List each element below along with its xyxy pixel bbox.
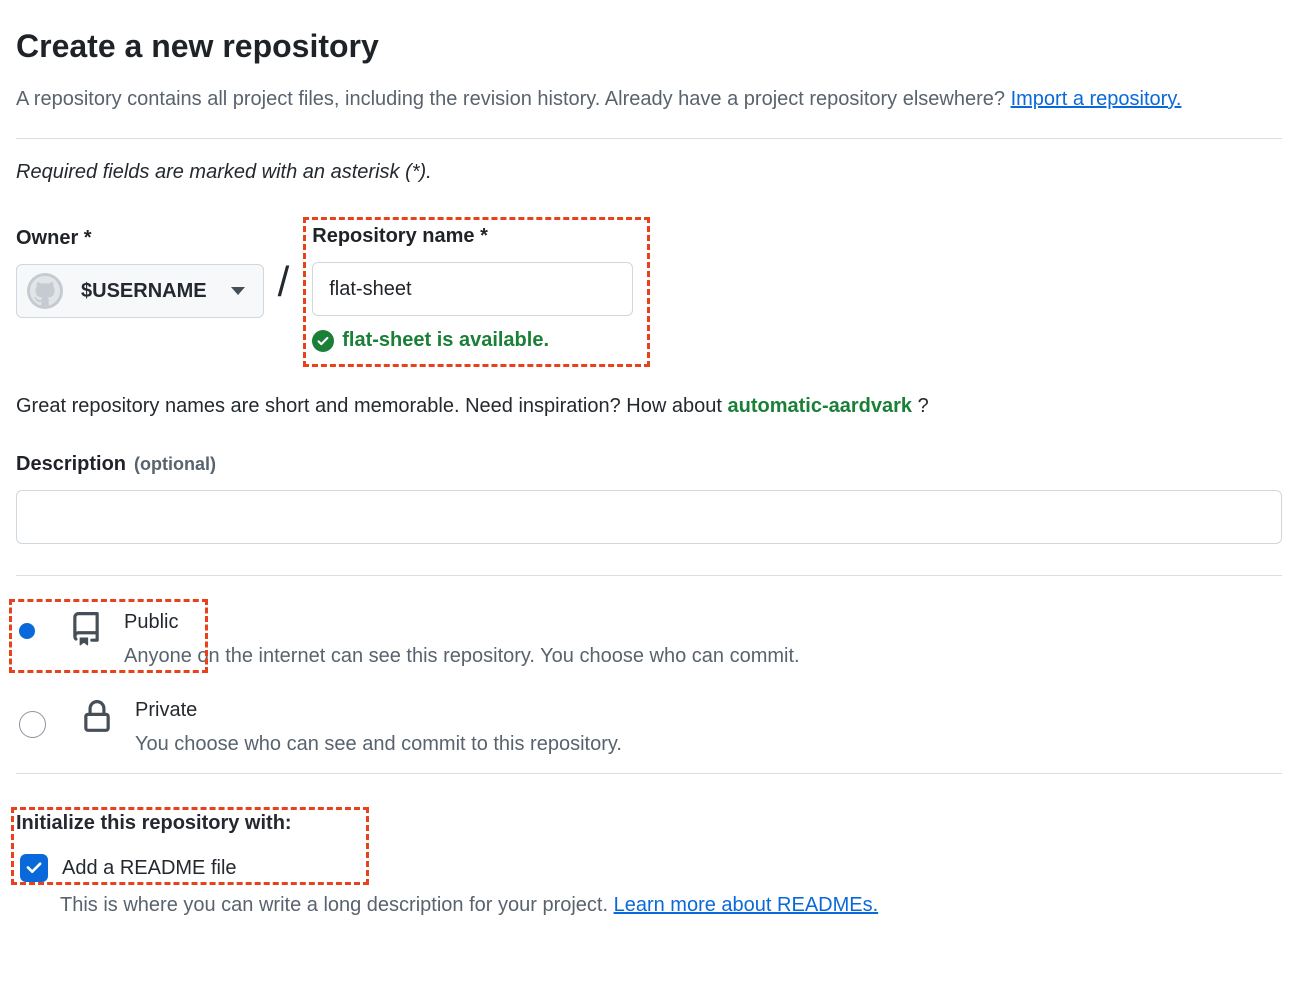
private-label[interactable]: Private [135,699,198,721]
availability-text: flat-sheet is available. [342,329,550,351]
public-radio[interactable] [19,623,35,639]
learn-more-readmes-link[interactable]: Learn more about READMEs. [613,894,879,916]
repository-name-annotation-box: Repository name * flat-sheet is availabl… [303,217,651,367]
description-input[interactable] [16,490,1282,544]
description-label-row: Description (optional) [16,452,1282,476]
owner-label: Owner * [16,227,92,249]
public-description: Anyone on the internet can see this repo… [124,645,800,667]
public-option-row: Public Anyone on the internet can see th… [9,599,1282,673]
owner-repo-row: Owner * $USERNAME / Repository name * fl… [16,217,1282,367]
suggestion-text-before: Great repository names are short and mem… [16,395,728,417]
suggested-repo-name[interactable]: automatic-aardvark [727,395,913,417]
chevron-down-icon [230,287,245,295]
check-circle-icon [312,329,335,352]
suggestion-text-after: ? [912,395,929,417]
private-option-row: Private You choose who can see and commi… [16,694,1282,758]
repository-name-input[interactable] [312,262,634,316]
initialize-heading: Initialize this repository with: [16,812,292,834]
public-label[interactable]: Public [124,611,179,633]
name-suggestion: Great repository names are short and mem… [16,395,1282,418]
page-title: Create a new repository [16,28,379,64]
required-fields-note: Required fields are marked with an aster… [16,161,432,183]
description-label: Description [16,453,127,475]
intro-text: A repository contains all project files,… [16,88,1011,110]
avatar [27,273,63,309]
import-repository-link[interactable]: Import a repository. [1010,88,1182,110]
private-radio[interactable] [19,711,46,738]
owner-group: Owner * $USERNAME [16,226,264,318]
readme-help-text: This is where you can write a long descr… [16,894,1282,917]
public-option-text: Public Anyone on the internet can see th… [124,609,800,670]
create-repository-page: Create a new repository A repository con… [0,26,1298,998]
description-group: Description (optional) [16,452,1282,544]
github-octocat-icon [30,276,60,306]
private-option-text: Private You choose who can see and commi… [135,697,622,758]
availability-message: flat-sheet is available. [312,329,633,352]
readme-checkbox[interactable] [20,854,48,882]
readme-checkbox-row: Add a README file [16,854,1282,882]
owner-repo-separator: / [277,258,290,305]
checkmark-icon [26,862,42,874]
private-description: You choose who can see and commit to thi… [135,733,622,755]
divider-middle [16,575,1282,576]
readme-checkbox-label[interactable]: Add a README file [62,856,237,879]
lock-icon [80,696,114,748]
visibility-section: Public Anyone on the internet can see th… [9,599,1282,758]
initialize-annotated-area: Initialize this repository with: Add a R… [11,807,1282,885]
divider-bottom [16,773,1282,774]
repository-name-label: Repository name * [312,225,488,247]
description-optional-label: (optional) [134,454,217,474]
owner-dropdown-button[interactable]: $USERNAME [16,264,264,318]
owner-username: $USERNAME [81,279,207,302]
initialize-section: Initialize this repository with: Add a R… [11,807,1282,917]
divider-top [16,138,1282,139]
readme-help-content: This is where you can write a long descr… [60,894,614,916]
intro-paragraph: A repository contains all project files,… [16,80,1206,118]
repo-book-icon [69,608,103,660]
